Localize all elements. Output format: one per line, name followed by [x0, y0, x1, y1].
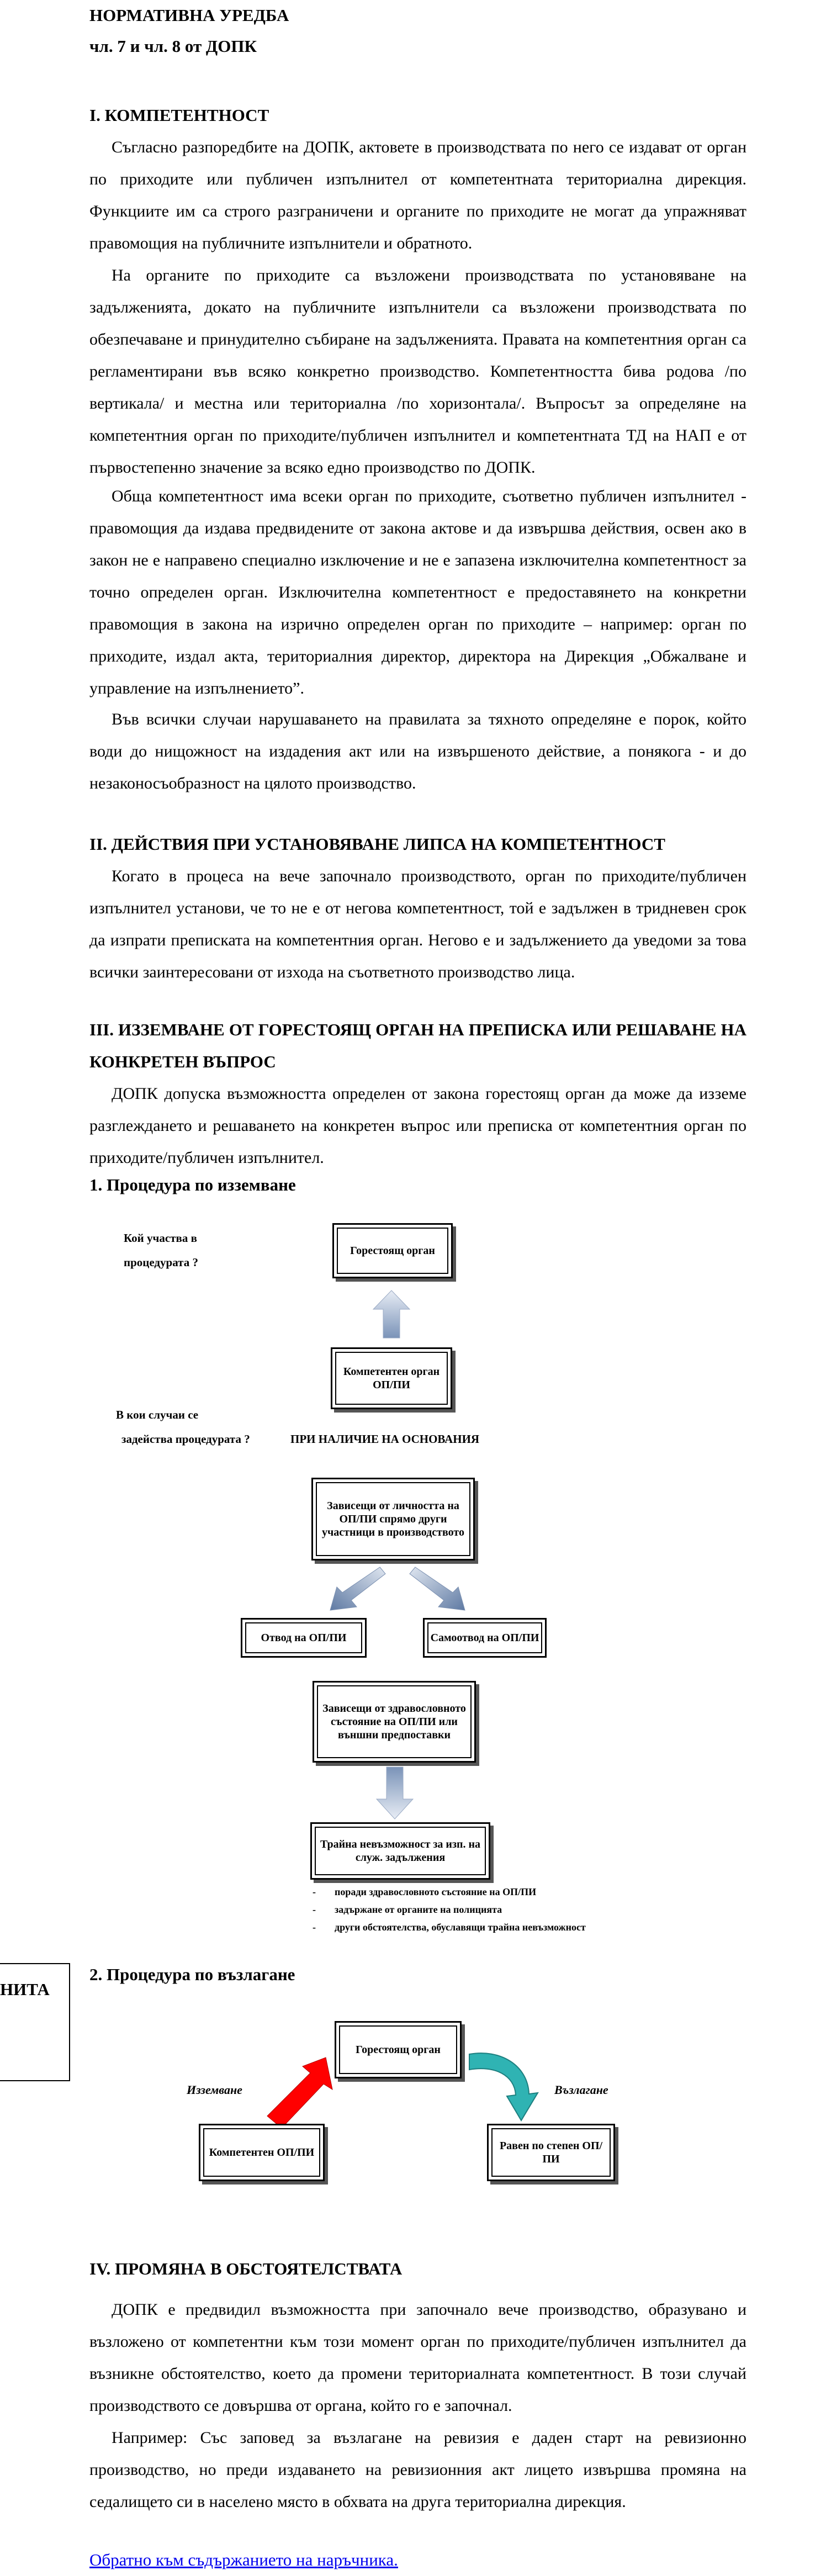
equal-rank-authority-box: Равен по степен ОП/ПИ — [487, 2124, 615, 2181]
red-arrow-icon — [267, 2057, 333, 2129]
section-1-paragraph-4: Във всички случаи нарушаването на правил… — [89, 710, 746, 792]
down-arrow-icon — [375, 1766, 414, 1819]
question-cases-line-2: задейства процедурата ? — [121, 1432, 250, 1446]
grounds-label: ПРИ НАЛИЧИЕ НА ОСНОВАНИЯ — [290, 1432, 480, 1446]
back-to-contents-link[interactable]: Обратно към съдържанието на наръчника. — [89, 2550, 398, 2569]
section-1-heading: I. КОМПЕТЕНТНОСТ — [89, 105, 269, 125]
permanent-inability-box: Трайна невъзможност за изп. на служ. зад… — [310, 1822, 490, 1880]
list-item: -други обстоятелства, обуславящи трайна … — [313, 1922, 586, 1933]
document-subtitle: чл. 7 и чл. 8 от ДОПК — [89, 36, 257, 56]
section-1-paragraph-3: Обща компетентност има всеки орган по пр… — [89, 487, 746, 697]
superior-authority-box: Горестоящ орган — [332, 1223, 453, 1278]
section-2-heading: II. ДЕЙСТВИЯ ПРИ УСТАНОВЯВАНЕ ЛИПСА НА К… — [89, 834, 665, 854]
section-1-paragraph-2: На органите по приходите са възложени пр… — [89, 266, 746, 477]
question-participants-line-2: процедурата ? — [124, 1256, 199, 1269]
self-recusal-box: Самоотвод на ОП/ПИ — [423, 1618, 547, 1658]
personal-grounds-box: Зависещи от личността на ОП/ПИ спрямо др… — [311, 1478, 475, 1561]
cutoff-edge-box — [0, 1963, 70, 2081]
diagonal-arrow-left-icon — [330, 1567, 386, 1611]
section-2-paragraph-1: Когато в процеса на вече започнало произ… — [89, 867, 746, 981]
recusal-box: Отвод на ОП/ПИ — [241, 1618, 367, 1658]
assignment-label: Възлагане — [554, 2083, 608, 2097]
competent-authority-box-2: Компетентен ОП/ПИ — [199, 2124, 325, 2181]
cutoff-edge-text: НИТА — [0, 1980, 50, 1999]
teal-curved-arrow-icon — [469, 2053, 539, 2122]
health-grounds-box: Зависещи от здравословното състояние на … — [313, 1681, 476, 1763]
superior-authority-box-2: Горестоящ орган — [335, 2021, 462, 2078]
competent-authority-box: Компетентен орган ОП/ПИ — [331, 1347, 452, 1409]
question-cases-line-1: В кои случаи се — [116, 1408, 199, 1421]
section-4-paragraph-1: ДОПК е предвидил възможността при започн… — [89, 2300, 746, 2415]
list-item: -поради здравословното състояние на ОП/П… — [313, 1886, 537, 1897]
diagonal-arrow-right-icon — [409, 1567, 465, 1611]
inability-reasons-list: -поради здравословното състояние на ОП/П… — [313, 1883, 586, 1936]
section-3-heading: III. ИЗЗЕМВАНЕ ОТ ГОРЕСТОЯЩ ОРГАН НА ПРЕ… — [89, 1020, 746, 1071]
up-arrow-icon — [372, 1290, 411, 1339]
section-4-paragraph-2: Например: Със заповед за възлагане на ре… — [89, 2429, 746, 2511]
section-1-paragraph-1: Съгласно разпоредбите на ДОПК, актовете … — [89, 138, 746, 252]
seizure-label: Изземване — [187, 2083, 242, 2097]
section-4-heading: IV. ПРОМЯНА В ОБСТОЯТЕЛСТВАТА — [89, 2259, 403, 2278]
procedure-1-heading: 1. Процедура по изземване — [89, 1175, 296, 1194]
procedure-2-heading: 2. Процедура по възлагане — [89, 1965, 295, 1984]
document-title: НОРМАТИВНА УРЕДБА — [89, 6, 289, 25]
section-3-paragraph-1: ДОПК допуска възможността определен от з… — [89, 1085, 746, 1167]
list-item: -задържане от органите на полицията — [313, 1904, 502, 1915]
question-participants-line-1: Кой участва в — [124, 1231, 197, 1245]
